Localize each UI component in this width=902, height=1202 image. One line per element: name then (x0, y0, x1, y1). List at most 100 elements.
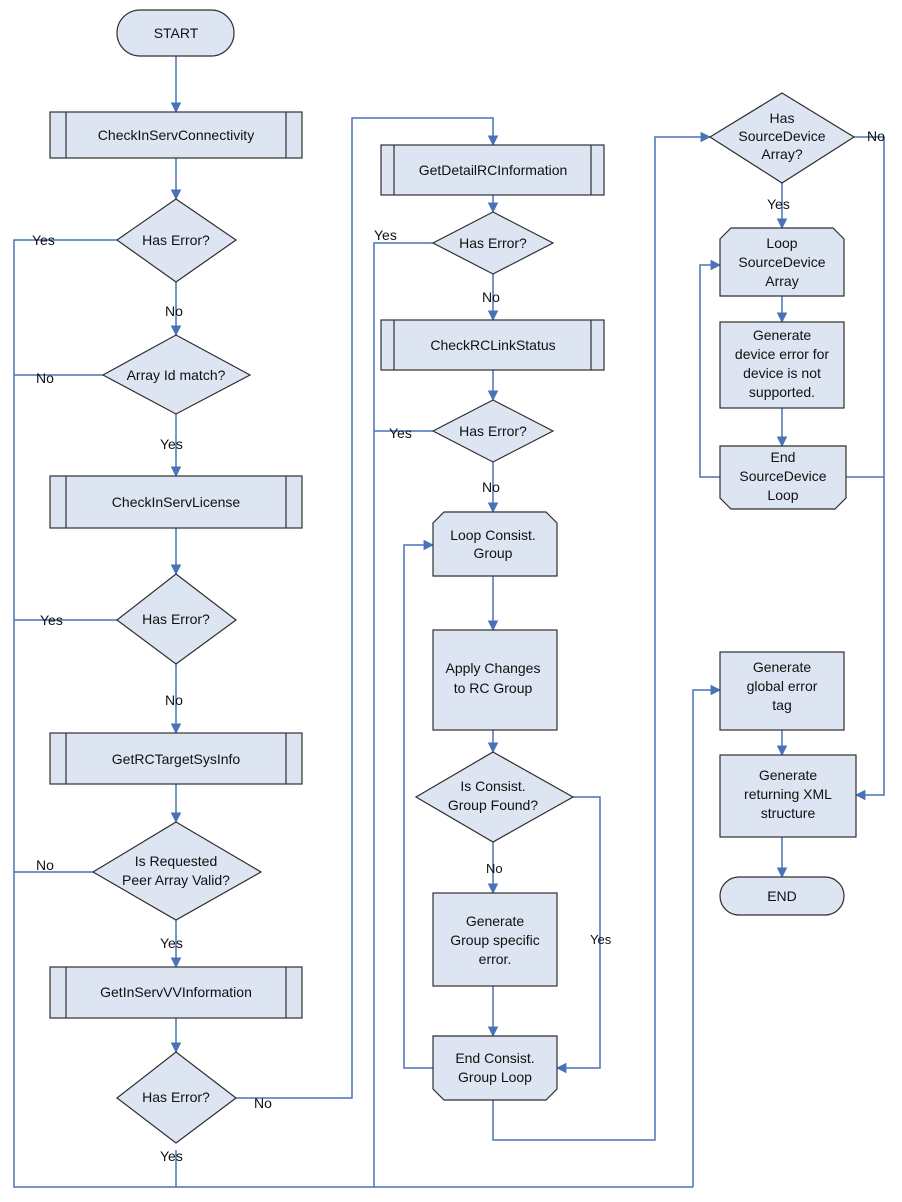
check-license-label: CheckInServLicense (112, 494, 241, 510)
has-source-device-label-line-3: Array? (761, 146, 802, 162)
get-target-sysinfo-label: GetRCTargetSysInfo (112, 751, 241, 767)
edge-found-yes (555, 796, 601, 1074)
get-target-sysinfo-process (49, 732, 303, 785)
found-yes-label: Yes (590, 932, 612, 947)
check-connectivity-label: CheckInServConnectivity (98, 127, 254, 143)
check-link-status-process (380, 319, 605, 371)
edge-end-loop-to-source (492, 131, 712, 1141)
array-yes-label: Yes (160, 436, 183, 452)
node-labels: START CheckInServConnectivity Has Error?… (98, 25, 832, 1105)
apply-changes-label-line-1: Apply Changes (446, 660, 541, 676)
global-error-label-line-2: global error (747, 678, 818, 694)
get-detail-rc-label: GetDetailRCInformation (419, 162, 568, 178)
err3-yes-label: Yes (160, 1148, 183, 1164)
has-error-3-label: Has Error? (142, 1089, 210, 1105)
returning-xml-label-line-2: returning XML (744, 786, 832, 802)
err4-yes-label: Yes (374, 227, 397, 243)
has-error-1-label: Has Error? (142, 232, 210, 248)
loop-source-device-label-line-3: Array (765, 273, 798, 289)
has-error-4-label: Has Error? (459, 235, 527, 251)
end-source-device-limit (719, 445, 847, 510)
edge-loop-back (403, 539, 435, 1069)
nodes (49, 9, 857, 1144)
loop-consist-label-line-2: Group (474, 545, 513, 561)
group-error-label-line-3: error. (479, 951, 512, 967)
loop-source-device-label-line-2: SourceDevice (738, 254, 825, 270)
device-error-label-line-1: Generate (753, 327, 812, 343)
has-error-4-decision (431, 211, 555, 275)
err5-no-label: No (482, 479, 500, 495)
check-connectivity-process (49, 111, 303, 159)
end-terminal (719, 876, 845, 916)
start-terminal (116, 9, 235, 57)
edge-error3-no (236, 117, 499, 1099)
consist-found-decision (414, 751, 575, 843)
err3-no-label: No (254, 1095, 272, 1111)
peer-no-label: No (36, 857, 54, 873)
has-error-3-decision (116, 1051, 237, 1144)
group-error-process (432, 892, 558, 987)
peer-valid-label-line-2: Peer Array Valid? (122, 872, 230, 888)
check-link-status-label: CheckRCLinkStatus (430, 337, 555, 353)
found-no-label: No (486, 861, 503, 876)
returning-xml-label-line-3: structure (761, 805, 816, 821)
consist-found-label-line-1: Is Consist. (460, 778, 525, 794)
end-consist-label-line-1: End Consist. (455, 1050, 534, 1066)
peer-valid-decision (91, 821, 263, 921)
has-error-2-label: Has Error? (142, 611, 210, 627)
edge-error4-yes-rail (373, 242, 433, 1187)
apply-changes-label-line-2: to RC Group (454, 680, 533, 696)
end-consist-label-line-2: Group Loop (458, 1069, 532, 1085)
has-error-5-decision (431, 399, 555, 463)
loop-source-device-label-line-1: Loop (766, 235, 797, 251)
edge-rail-to-global-error (692, 684, 722, 1187)
loop-source-device-limit (719, 227, 845, 297)
has-source-device-label-line-1: Has (770, 110, 795, 126)
array-no-label: No (36, 370, 54, 386)
err1-no-label: No (165, 303, 183, 319)
global-error-label-line-3: tag (772, 697, 791, 713)
device-error-process (719, 321, 845, 409)
err2-yes-label: Yes (40, 612, 63, 628)
get-vv-info-process (49, 966, 303, 1019)
has-source-device-label-line-2: SourceDevice (738, 128, 825, 144)
group-error-label-line-1: Generate (466, 913, 525, 929)
device-error-label-line-4: supported. (749, 384, 815, 400)
peer-valid-label-line-1: Is Requested (135, 853, 218, 869)
apply-changes-process (432, 629, 558, 731)
array-id-match-decision (101, 334, 252, 415)
err1-yes-label: Yes (32, 232, 55, 248)
has-source-device-decision (708, 92, 856, 184)
start-label: START (154, 25, 199, 41)
end-label: END (767, 888, 797, 904)
returning-xml-process (719, 754, 857, 838)
end-source-device-label-line-3: Loop (767, 487, 798, 503)
device-error-label-line-3: device is not (743, 365, 821, 381)
has-error-1-decision (115, 198, 238, 283)
global-error-label-line-1: Generate (753, 659, 812, 675)
returning-xml-label-line-1: Generate (759, 767, 818, 783)
group-error-label-line-2: Group specific (450, 932, 539, 948)
check-license-process (49, 475, 303, 529)
source-yes-label: Yes (767, 196, 790, 212)
array-id-match-label: Array Id match? (127, 367, 226, 383)
loop-consist-label-line-1: Loop Consist. (450, 527, 536, 543)
get-vv-info-label: GetInServVVInformation (100, 984, 252, 1000)
end-source-device-label-line-1: End (771, 449, 796, 465)
edge-source-no (854, 136, 885, 801)
edge-labels: Yes No No Yes Yes No No Yes No Yes Yes N… (32, 128, 885, 1164)
loop-consist-limit (432, 511, 558, 577)
err4-no-label: No (482, 289, 500, 305)
err2-no-label: No (165, 692, 183, 708)
source-no-label: No (867, 128, 885, 144)
has-error-5-label: Has Error? (459, 423, 527, 439)
get-detail-rc-process (380, 144, 605, 196)
edge-error1-yes-rail (13, 239, 693, 1188)
end-consist-limit (432, 1035, 558, 1101)
has-error-2-decision (116, 573, 238, 665)
device-error-label-line-2: device error for (735, 346, 829, 362)
consist-found-label-line-2: Group Found? (448, 797, 538, 813)
edge-source-loop-back (699, 259, 722, 478)
